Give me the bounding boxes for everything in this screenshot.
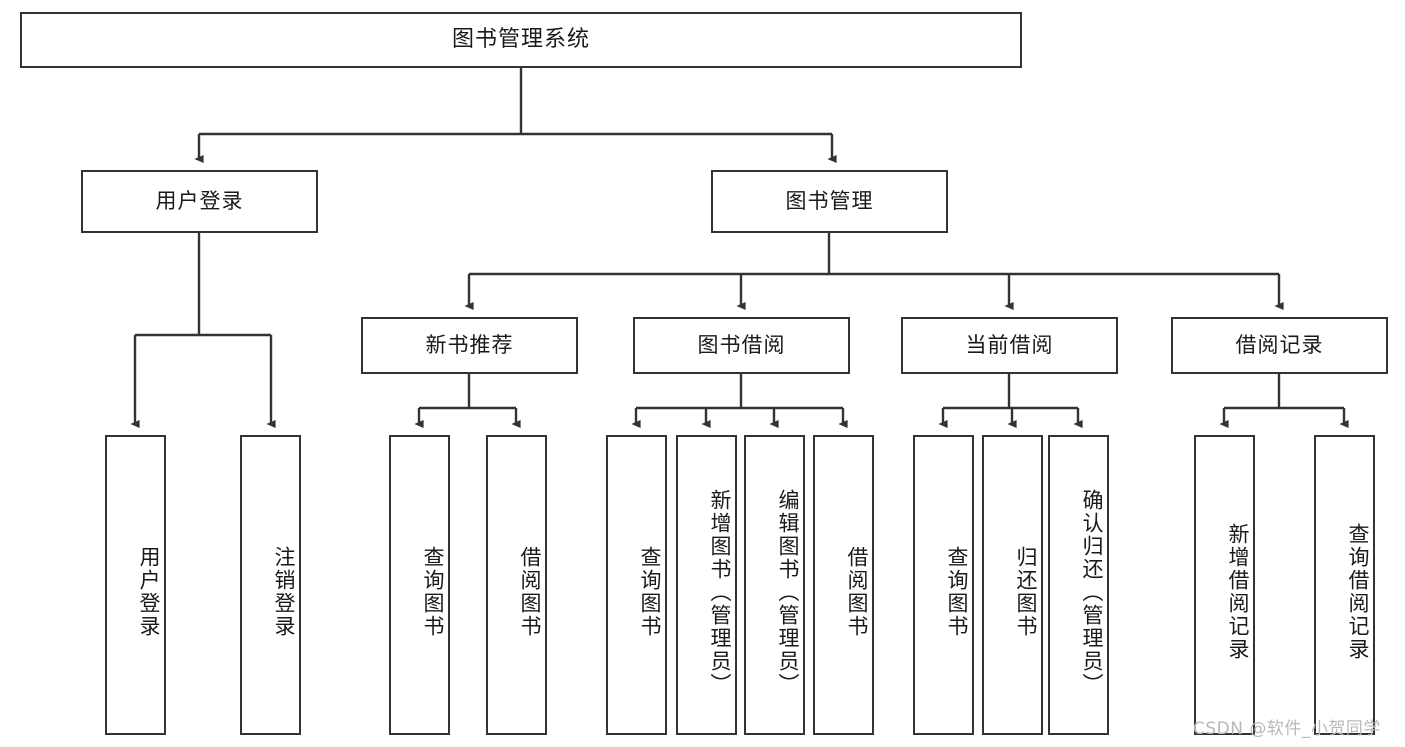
node-root-label: 图书管理系统 <box>451 26 590 52</box>
node-leaf-query-book-current[interactable]: 查询图书 <box>913 435 974 735</box>
node-level3-current-borrow[interactable]: 当前借阅 <box>901 317 1118 374</box>
node-root[interactable]: 图书管理系统 <box>20 12 1022 68</box>
node-label: 注销登录 <box>272 546 296 638</box>
node-level3-new-book-recommend[interactable]: 新书推荐 <box>361 317 578 374</box>
node-label: 新增借阅记录 <box>1226 523 1250 661</box>
node-leaf-logout[interactable]: 注销登录 <box>240 435 301 735</box>
node-level2-user-login[interactable]: 用户登录 <box>81 170 318 233</box>
node-label: 查询图书 <box>945 546 969 638</box>
node-leaf-add-borrow-record[interactable]: 新增借阅记录 <box>1194 435 1255 735</box>
node-leaf-user-login[interactable]: 用户登录 <box>105 435 166 735</box>
node-level3-book-borrow[interactable]: 图书借阅 <box>633 317 850 374</box>
node-leaf-return-book[interactable]: 归还图书 <box>982 435 1043 735</box>
node-leaf-query-book-recommend[interactable]: 查询图书 <box>389 435 450 735</box>
node-label: 确认归还（管理员） <box>1080 488 1104 696</box>
node-label: 查询图书 <box>421 546 445 638</box>
node-leaf-borrow-book[interactable]: 借阅图书 <box>813 435 874 735</box>
node-label: 用户登录 <box>137 546 161 638</box>
node-label: 查询借阅记录 <box>1346 523 1370 661</box>
node-level3-borrow-records[interactable]: 借阅记录 <box>1171 317 1388 374</box>
node-leaf-query-book-borrow[interactable]: 查询图书 <box>606 435 667 735</box>
node-label: 用户登录 <box>155 188 244 213</box>
node-label: 归还图书 <box>1014 546 1038 638</box>
node-label: 借阅图书 <box>518 546 542 638</box>
watermark: CSDN @软件_小贺同学 <box>1193 719 1381 739</box>
node-label: 当前借阅 <box>965 332 1054 357</box>
node-label: 新增图书（管理员） <box>708 488 732 696</box>
node-leaf-confirm-return-admin[interactable]: 确认归还（管理员） <box>1048 435 1109 735</box>
node-leaf-query-borrow-record[interactable]: 查询借阅记录 <box>1314 435 1375 735</box>
node-label: 查询图书 <box>638 546 662 638</box>
node-leaf-borrow-book-recommend[interactable]: 借阅图书 <box>486 435 547 735</box>
node-label: 图书借阅 <box>697 332 786 357</box>
node-leaf-edit-book-admin[interactable]: 编辑图书（管理员） <box>744 435 805 735</box>
node-label: 新书推荐 <box>425 332 514 357</box>
node-label: 借阅记录 <box>1235 332 1324 357</box>
node-label: 借阅图书 <box>845 546 869 638</box>
node-leaf-add-book-admin[interactable]: 新增图书（管理员） <box>676 435 737 735</box>
node-level2-book-management[interactable]: 图书管理 <box>711 170 948 233</box>
node-label: 编辑图书（管理员） <box>776 488 800 696</box>
node-label: 图书管理 <box>785 188 874 213</box>
